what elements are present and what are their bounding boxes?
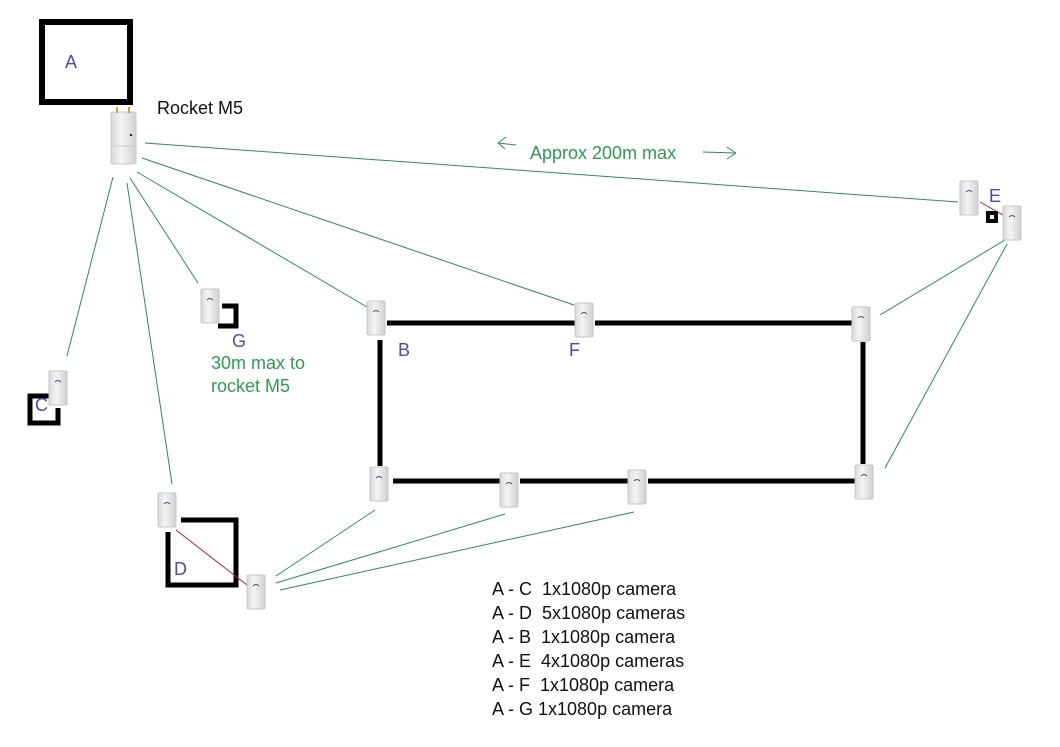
unit-f-camera-unit bbox=[574, 302, 594, 338]
signal-icon bbox=[375, 476, 383, 479]
building-c bbox=[27, 393, 61, 426]
unit-e-1-camera-unit bbox=[959, 180, 979, 216]
legend-item: A - C 1x1080p camera bbox=[492, 579, 677, 599]
building-g bbox=[218, 303, 239, 329]
building-d bbox=[165, 517, 239, 588]
wireless-links bbox=[66, 136, 1008, 591]
legend-item: A - B 1x1080p camera bbox=[492, 627, 676, 647]
label-d: D bbox=[174, 559, 187, 579]
signal-icon bbox=[860, 474, 868, 477]
legend-item: A - F 1x1080p camera bbox=[492, 675, 675, 695]
perimeter-cable bbox=[377, 320, 866, 484]
building-a bbox=[39, 19, 133, 105]
signal-icon bbox=[372, 310, 380, 313]
legend: A - C 1x1080p camera A - D 5x1080p camer… bbox=[492, 577, 685, 721]
signal-icon bbox=[252, 584, 260, 587]
unit-b-camera-unit bbox=[366, 300, 386, 336]
link-d-2 bbox=[275, 513, 506, 584]
unit-d-1-camera-unit bbox=[157, 492, 177, 528]
arrow-right bbox=[702, 146, 737, 160]
legend-item: A - D 5x1080p cameras bbox=[492, 603, 686, 623]
unit-s1-camera-unit bbox=[499, 472, 519, 508]
arrow-left bbox=[497, 136, 517, 150]
label-b: B bbox=[398, 340, 411, 360]
unit-ne-camera-unit bbox=[851, 306, 871, 342]
label-e: E bbox=[989, 186, 1002, 206]
signal-icon bbox=[580, 312, 588, 315]
rocket-m5-device bbox=[110, 107, 137, 165]
g-note-line2: rocket M5 bbox=[211, 376, 291, 396]
unit-s2-camera-unit bbox=[627, 469, 647, 505]
link-a-g bbox=[129, 177, 199, 284]
signal-icon bbox=[1008, 215, 1016, 218]
unit-se-camera-unit bbox=[854, 464, 874, 500]
range-note: Approx 200m max bbox=[530, 143, 677, 163]
unit-c-camera-unit bbox=[48, 370, 68, 406]
unit-d-2-camera-unit bbox=[246, 574, 266, 610]
unit-sw-camera-unit bbox=[369, 466, 389, 502]
signal-icon bbox=[505, 482, 513, 485]
signal-icon bbox=[163, 502, 171, 505]
signal-icon bbox=[206, 298, 214, 301]
link-a-c bbox=[66, 176, 114, 357]
cable-d bbox=[175, 529, 248, 586]
building-e-window bbox=[990, 215, 994, 219]
link-d-3 bbox=[279, 511, 635, 591]
link-a-b bbox=[136, 171, 368, 308]
link-d-1 bbox=[275, 509, 376, 577]
legend-item: A - G 1x1080p camera bbox=[492, 699, 673, 719]
link-a-d bbox=[126, 182, 173, 485]
signal-icon bbox=[965, 190, 973, 193]
signal-icon bbox=[54, 380, 62, 383]
signal-icon bbox=[633, 479, 641, 482]
link-e-r1 bbox=[879, 239, 1006, 316]
link-e-r2 bbox=[884, 243, 1008, 469]
cable-e bbox=[979, 201, 1004, 216]
label-c: C bbox=[35, 395, 48, 415]
link-a-e bbox=[144, 142, 959, 203]
signal-icon bbox=[857, 316, 865, 319]
link-a-f bbox=[141, 157, 575, 306]
unit-e-2-camera-unit bbox=[1002, 205, 1022, 241]
legend-item: A - E 4x1080p cameras bbox=[492, 651, 685, 671]
label-a: A bbox=[65, 52, 78, 72]
label-f: F bbox=[569, 340, 580, 360]
rocket-m5-label: Rocket M5 bbox=[157, 98, 244, 118]
g-note-line1: 30m max to bbox=[211, 353, 306, 373]
label-g: G bbox=[232, 331, 247, 351]
unit-g-camera-unit bbox=[200, 288, 220, 324]
